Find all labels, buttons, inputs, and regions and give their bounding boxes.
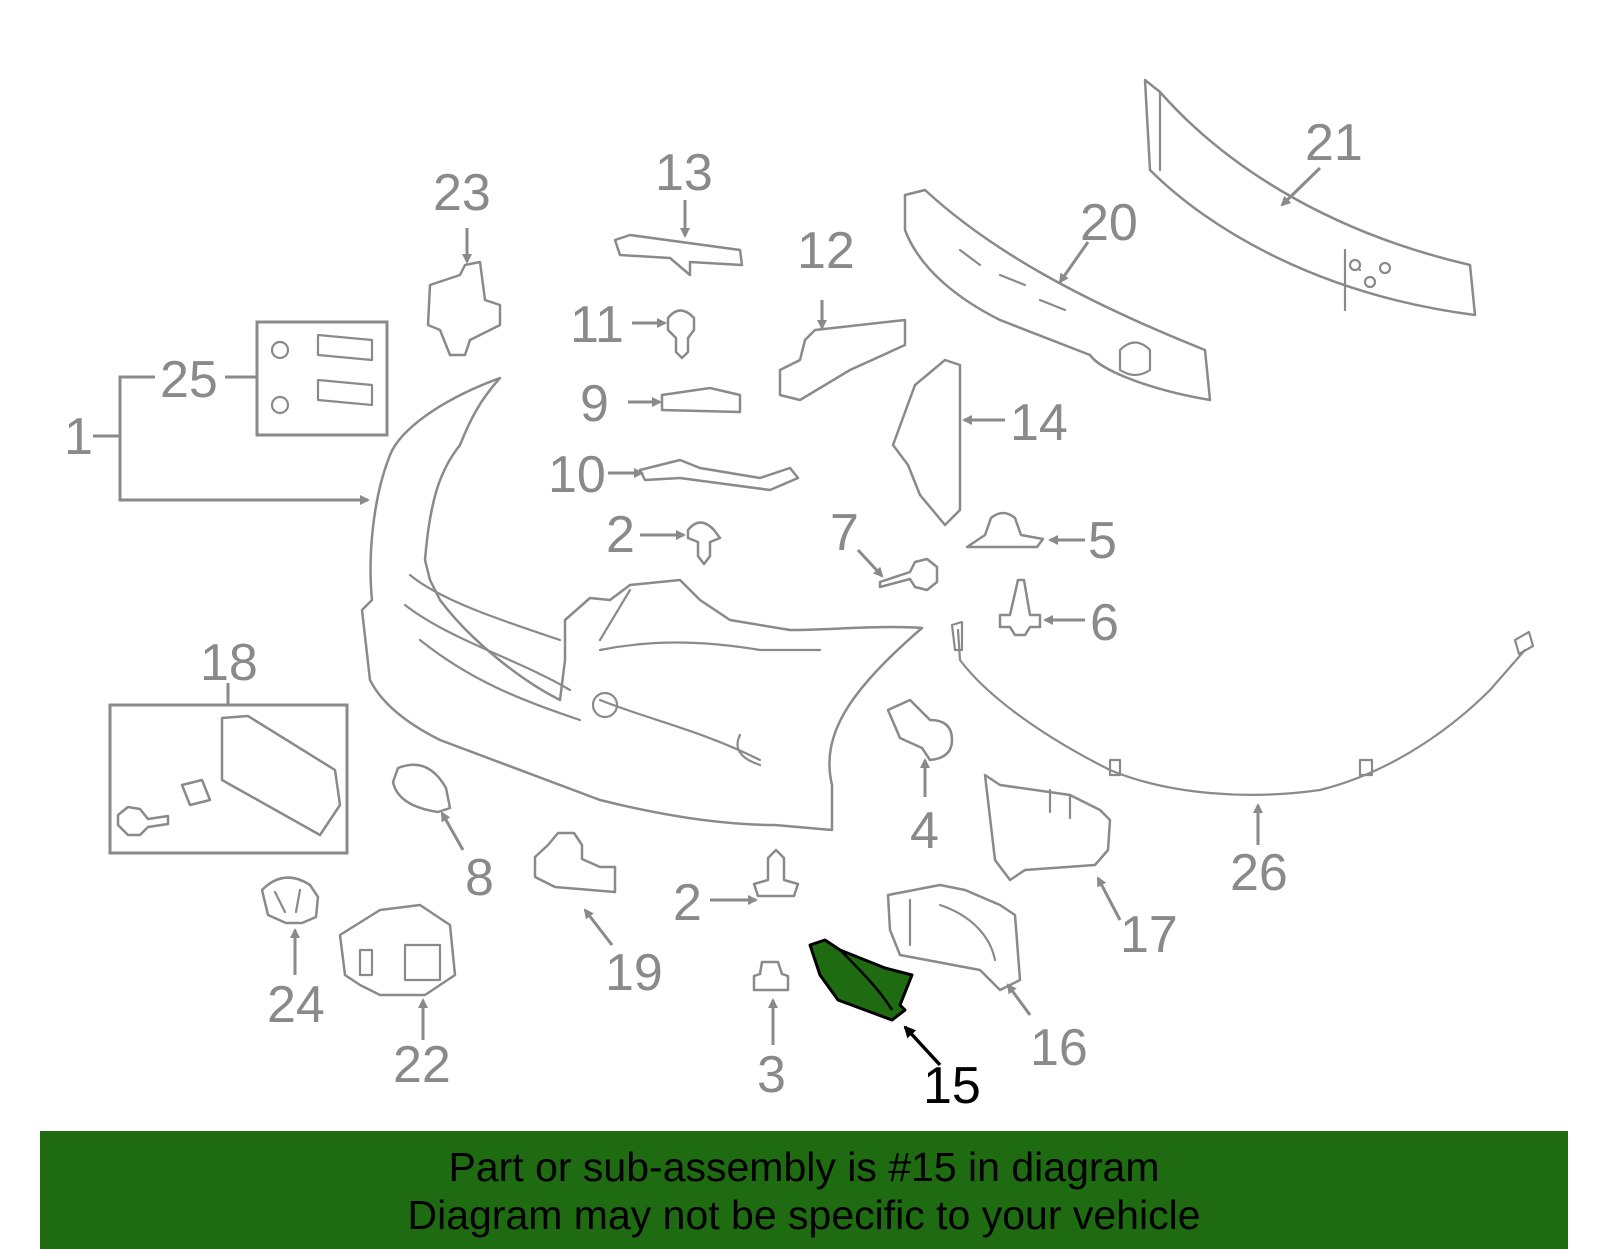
callout-10: 10 bbox=[548, 446, 606, 504]
callout-4: 4 bbox=[910, 802, 939, 860]
part-10-bracket bbox=[638, 458, 800, 492]
callout-26: 26 bbox=[1230, 844, 1288, 902]
callout-2a: 2 bbox=[606, 506, 635, 564]
callout-3: 3 bbox=[757, 1046, 786, 1104]
banner-line-1: Part or sub-assembly is #15 in diagram bbox=[448, 1144, 1160, 1190]
part-20-energy-absorber bbox=[903, 188, 1212, 402]
banner-line-2: Diagram may not be specific to your vehi… bbox=[407, 1192, 1201, 1238]
callout-1: 1 bbox=[64, 408, 93, 466]
callout-22: 22 bbox=[393, 1036, 451, 1094]
callout-16: 16 bbox=[1030, 1019, 1088, 1077]
part-19-bracket bbox=[533, 831, 617, 894]
part-3-clip bbox=[752, 960, 790, 992]
part-18-license-bracket bbox=[116, 714, 342, 837]
callout-2b: 2 bbox=[673, 874, 702, 932]
part-11-clip bbox=[666, 309, 696, 360]
part-22-sensor bbox=[338, 903, 457, 997]
callout-20: 20 bbox=[1080, 194, 1138, 252]
part-16-bracket bbox=[886, 883, 1022, 992]
callout-11: 11 bbox=[570, 296, 624, 354]
callout-25: 25 bbox=[160, 351, 218, 409]
callout-15: 15 bbox=[923, 1057, 981, 1115]
callout-19: 19 bbox=[605, 944, 663, 1002]
part-9-bracket bbox=[660, 386, 742, 414]
callout-13: 13 bbox=[655, 144, 713, 202]
callout-8: 8 bbox=[465, 849, 494, 907]
part-2-clip-upper bbox=[686, 521, 722, 566]
part-7-bolt bbox=[878, 557, 939, 592]
callout-6: 6 bbox=[1090, 594, 1119, 652]
callout-5: 5 bbox=[1088, 512, 1117, 570]
callout-12: 12 bbox=[797, 222, 855, 280]
callout-21: 21 bbox=[1305, 114, 1363, 172]
part-4-clip bbox=[886, 698, 954, 762]
callout-17: 17 bbox=[1120, 906, 1178, 964]
callout-14: 14 bbox=[1010, 394, 1068, 452]
info-banner: Part or sub-assembly is #15 in diagram D… bbox=[40, 1131, 1568, 1249]
part-13-bracket bbox=[613, 233, 744, 277]
part-5-nut bbox=[965, 511, 1045, 549]
part-6-bolt bbox=[998, 578, 1042, 637]
part-14-bracket bbox=[891, 358, 962, 527]
callout-24: 24 bbox=[267, 976, 325, 1034]
part-21-reinforcement bbox=[1143, 78, 1477, 317]
callout-23: 23 bbox=[433, 164, 491, 222]
part-15-highlighted[interactable] bbox=[808, 938, 914, 1022]
part-8-cap bbox=[391, 763, 452, 814]
callout-7: 7 bbox=[830, 504, 859, 562]
callout-18: 18 bbox=[200, 634, 258, 692]
part-2-clip-lower bbox=[752, 848, 800, 898]
part-25-clips bbox=[270, 333, 374, 415]
part-1-bumper-cover bbox=[360, 376, 924, 832]
callout-9: 9 bbox=[580, 375, 609, 433]
part-12-bracket bbox=[778, 318, 907, 402]
part-24-holder bbox=[260, 876, 320, 925]
part-23-sensor bbox=[426, 260, 502, 357]
part-26-wiring bbox=[950, 620, 1535, 796]
part-17-bracket bbox=[983, 773, 1112, 882]
